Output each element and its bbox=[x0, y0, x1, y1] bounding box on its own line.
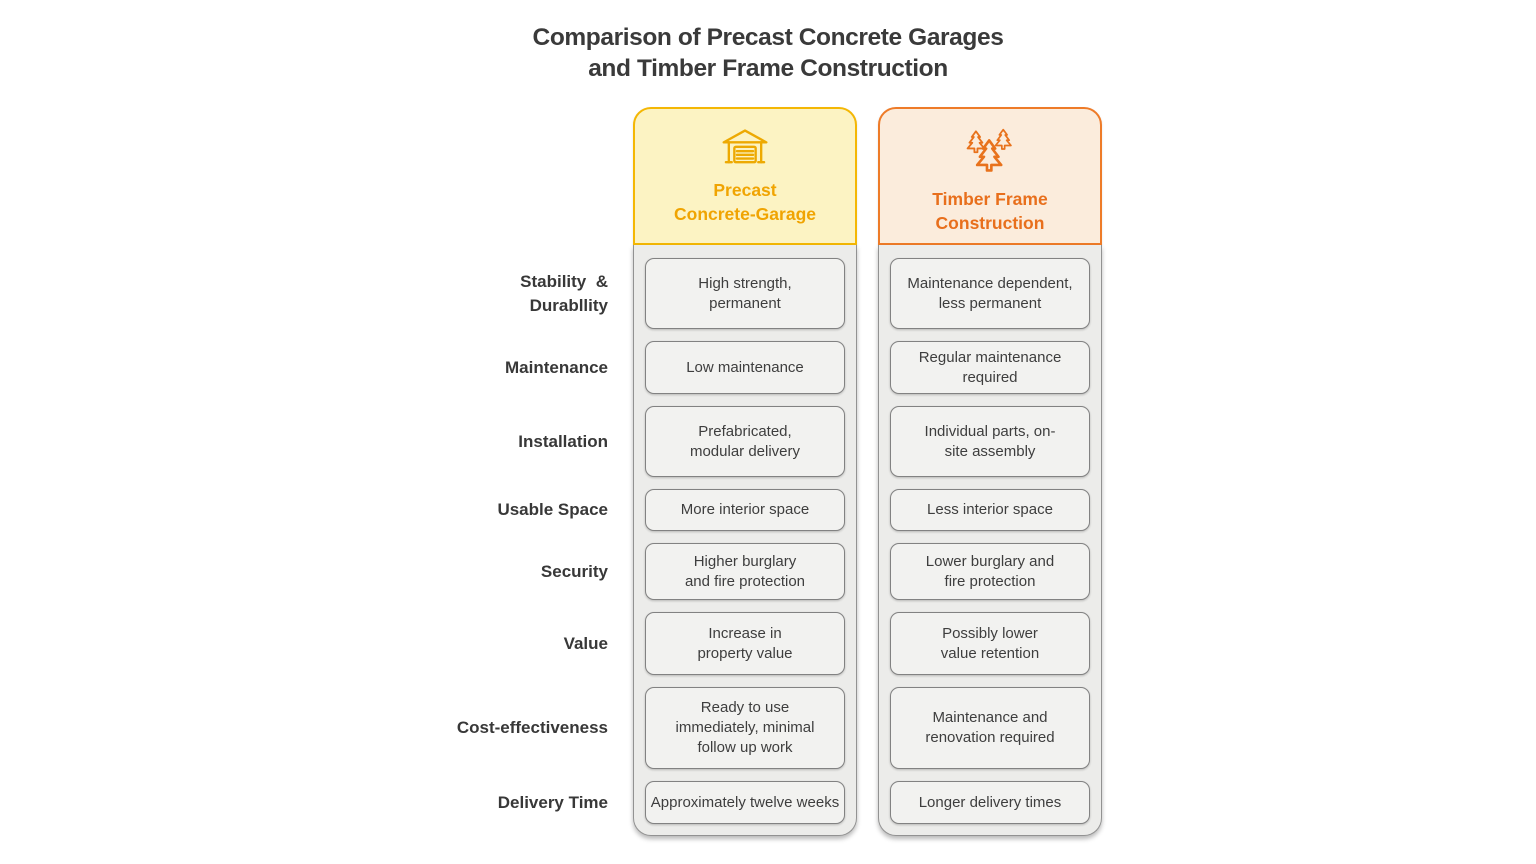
column-precast-concrete-garage: Precast Concrete-Garage High strength, p… bbox=[633, 107, 857, 836]
cell-precast-stability: High strength, permanent bbox=[645, 258, 845, 329]
comparison-layout: Stability & Durabllity Maintenance Insta… bbox=[423, 107, 1102, 836]
cell-precast-maintenance: Low maintenance bbox=[645, 341, 845, 394]
column-title-precast: Precast Concrete-Garage bbox=[674, 180, 816, 224]
row-label-stability: Stability & Durabllity bbox=[520, 271, 608, 315]
cell-precast-usable-space: More interior space bbox=[645, 489, 845, 531]
cell-precast-installation: Prefabricated, modular delivery bbox=[645, 406, 845, 477]
cell-timber-delivery-time: Longer delivery times bbox=[890, 781, 1090, 824]
cell-precast-delivery-time: Approximately twelve weeks bbox=[645, 781, 845, 824]
page-title-line2: and Timber Frame Construction bbox=[588, 55, 948, 82]
cell-timber-installation: Individual parts, on- site assembly bbox=[890, 406, 1090, 477]
cell-timber-stability: Maintenance dependent, less permanent bbox=[890, 258, 1090, 329]
cell-timber-value: Possibly lower value retention bbox=[890, 612, 1090, 675]
row-label-delivery-time: Delivery Time bbox=[497, 792, 608, 812]
row-label-usable-space: Usable Space bbox=[497, 500, 608, 519]
row-label-maintenance: Maintenance bbox=[505, 357, 608, 377]
cell-timber-maintenance: Regular maintenance required bbox=[890, 341, 1090, 394]
row-label-value: Value bbox=[563, 633, 608, 653]
column-body-timber: Maintenance dependent, less permanent Re… bbox=[878, 245, 1102, 836]
cell-precast-cost-effectiveness: Ready to use immediately, minimal follow… bbox=[645, 687, 845, 769]
garage-icon bbox=[722, 129, 768, 164]
row-label-installation: Installation bbox=[518, 431, 608, 451]
cell-timber-cost-effectiveness: Maintenance and renovation required bbox=[890, 687, 1090, 769]
cell-timber-security: Lower burglary and fire protection bbox=[890, 543, 1090, 600]
row-label-column: Stability & Durabllity Maintenance Insta… bbox=[423, 107, 608, 836]
cell-timber-usable-space: Less interior space bbox=[890, 489, 1090, 531]
cell-precast-value: Increase in property value bbox=[645, 612, 845, 675]
page-title: Comparison of Precast Concrete Garages a… bbox=[0, 22, 1536, 84]
column-title-timber: Timber Frame Construction bbox=[932, 189, 1048, 233]
column-header-timber: Timber Frame Construction bbox=[878, 107, 1102, 245]
column-body-precast: High strength, permanent Low maintenance… bbox=[633, 245, 857, 836]
row-label-cost-effectiveness: Cost-effectiveness bbox=[456, 718, 608, 737]
row-label-security: Security bbox=[540, 561, 608, 581]
pine-trees-icon bbox=[966, 128, 1012, 172]
cell-precast-security: Higher burglary and fire protection bbox=[645, 543, 845, 600]
page-title-line1: Comparison of Precast Concrete Garages bbox=[532, 24, 1004, 51]
column-timber-frame-construction: Timber Frame Construction Maintenance de… bbox=[878, 107, 1102, 836]
column-header-precast: Precast Concrete-Garage bbox=[633, 107, 857, 245]
